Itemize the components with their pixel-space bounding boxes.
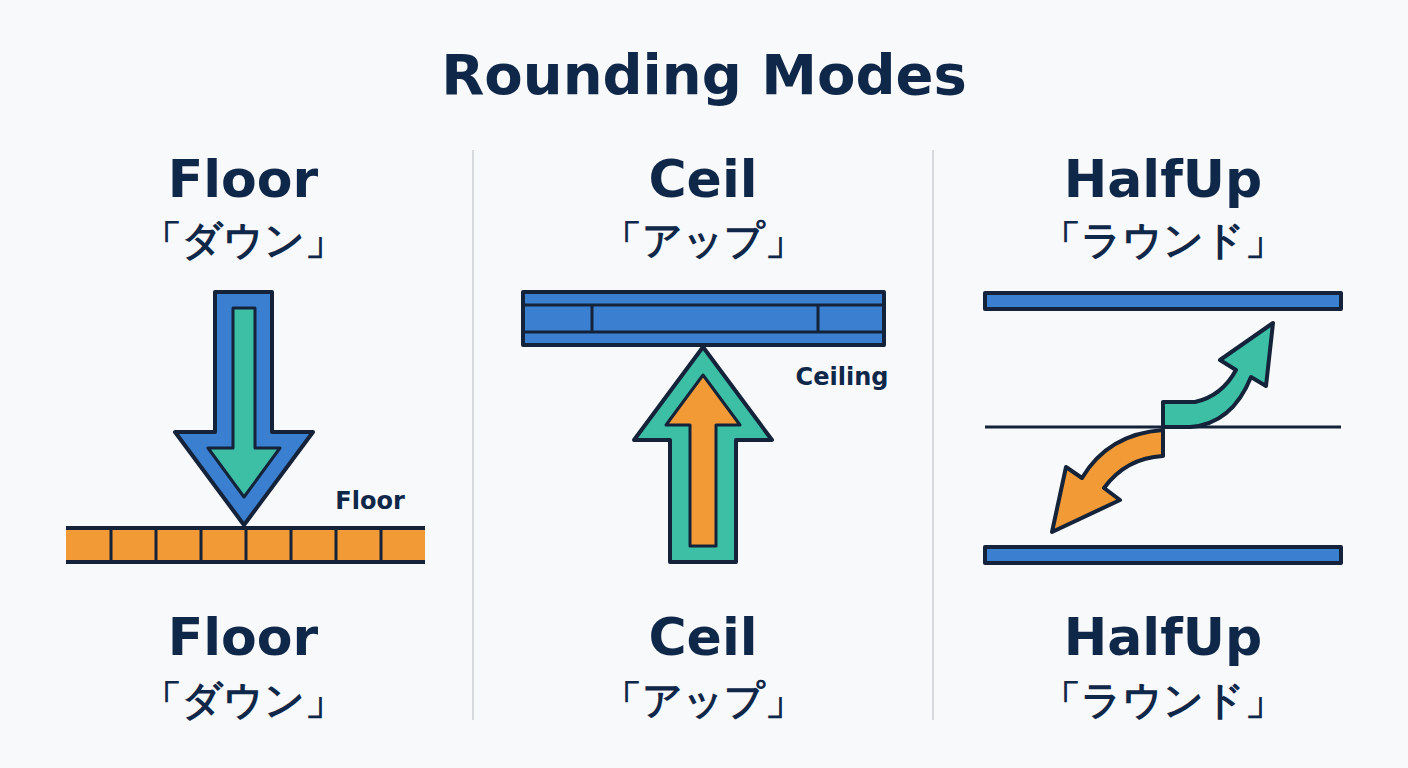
- japanese-subheading: 「ダウン」: [142, 677, 345, 723]
- japanese-subheading: 「アップ」: [602, 217, 805, 263]
- column-heading: Ceil: [648, 608, 757, 668]
- floor-tile-line: [155, 528, 158, 562]
- floor-tile-line: [335, 528, 338, 562]
- japanese-subheading: 「ダウン」: [142, 217, 345, 263]
- column-heading: HalfUp: [1064, 150, 1263, 210]
- floor-label: Floor: [335, 488, 404, 516]
- column-dividers: [473, 150, 933, 720]
- ceiling-label: Ceiling: [796, 364, 889, 392]
- diagram-title: Rounding Modes: [441, 43, 967, 107]
- column-heading: HalfUp: [1064, 608, 1263, 668]
- ceil-illustration: [523, 292, 884, 562]
- floor-tile-line: [245, 528, 248, 562]
- column-heading: Floor: [168, 608, 318, 668]
- floor-tile-line: [290, 528, 293, 562]
- floor-tile-line: [110, 528, 113, 562]
- column-heading: Floor: [168, 150, 318, 210]
- floor-illustration: [66, 292, 425, 562]
- floor-tile-line: [380, 528, 383, 562]
- floor-tile-line: [200, 528, 203, 562]
- halfup-illustration: [985, 293, 1341, 563]
- column-heading: Ceil: [648, 150, 757, 210]
- japanese-subheading: 「ラウンド」: [1041, 217, 1285, 263]
- japanese-subheading: 「ラウンド」: [1041, 677, 1285, 723]
- japanese-subheading: 「アップ」: [602, 677, 805, 723]
